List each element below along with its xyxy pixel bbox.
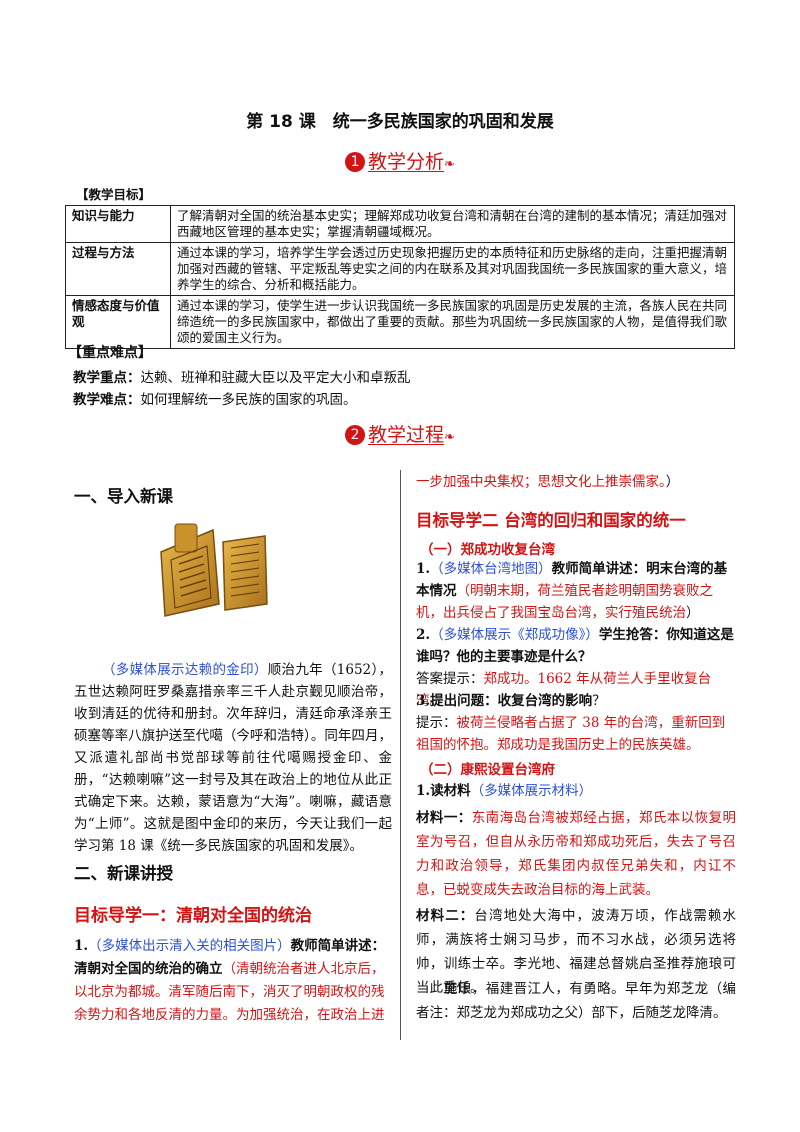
media-note: （多媒体出示清入关的相关图片） [88, 938, 291, 954]
student-question: 学生抢答：你知道这是谁吗？他的主要事迹是什么？ [416, 627, 734, 665]
item-number: 1. [74, 938, 89, 954]
goal-label: 知识与能力 [65, 205, 171, 243]
teacher-note: 教师简单讲述：明末台湾的基本情况 [416, 561, 728, 599]
answer-text: （明朝末期，荷兰殖民者趁明朝国势衰败之机，出兵侵占了我国宝岛台湾，实行殖民统治 [416, 583, 713, 621]
q3-question: 3.提出问题：收复台湾的影响？ [416, 690, 736, 712]
item-number: 1. [416, 561, 431, 577]
sub-heading-kangxi: （二）康熙设置台湾府 [420, 762, 555, 778]
column-divider [400, 470, 401, 1040]
question-mark: ？ [592, 693, 606, 709]
item-number: 2. [416, 627, 431, 643]
hint-text: 被荷兰侵略者占据了 38 年的台湾，重新回到祖国的怀抱。郑成功是我国历史上的民族… [416, 715, 726, 753]
table-row: 知识与能力 了解清朝对全国的统治基本史实；理解郑成功收复台湾和清朝在台湾的建制的… [65, 205, 735, 243]
material-two: 材料二：台湾地处大海中，波涛万顷，作战需赖水师，满族将士娴习马步，而不习水战，必… [416, 904, 736, 1000]
key-point-line: 教学重点：达赖、班禅和驻藏大臣以及平定大小和卓叛乱 [73, 366, 411, 386]
gold-seal-image [160, 523, 268, 617]
goal-text: 通过本课的学习，培养学生学会透过历史现象把握历史的本质特征和历史脉络的走向，注重… [170, 242, 735, 296]
paren-close: ） [686, 605, 700, 621]
goal-one-heading: 目标导学一：清朝对全国的统治 [74, 906, 312, 926]
difficult-point-text: 如何理解统一多民族的国家的巩固。 [140, 392, 357, 408]
material-text: 台湾地处大海中，波涛万顷，作战需赖水师，满族将士娴习马步，而不习水战，必须另选将… [416, 908, 737, 996]
difficult-point-line: 教学难点：如何理解统一多民族的国家的巩固。 [73, 388, 357, 408]
material-label: 材料一： [416, 810, 472, 826]
goal-two-heading: 目标导学二 台湾的回归和国家的统一 [416, 511, 686, 530]
goals-table: 知识与能力 了解清朝对全国的统治基本史实；理解郑成功收复台湾和清朝在台湾的建制的… [65, 205, 735, 349]
teacher-note: 教师简单讲述：清朝对全国的统治的确立 [74, 938, 386, 977]
heading-intro: 一、导入新课 [74, 487, 173, 506]
table-row: 过程与方法 通过本课的学习，培养学生学会透过历史现象把握历史的本质特征和历史脉络… [65, 242, 735, 296]
q2-paragraph: 2.（多媒体展示《郑成功像》）学生抢答：你知道这是谁吗？他的主要事迹是什么？ [416, 624, 736, 668]
goal-label: 情感态度与价值观 [65, 295, 171, 349]
media-note: （多媒体展示达赖的金印） [102, 662, 268, 678]
section-number-badge: 2 [345, 425, 366, 445]
key-point-text: 达赖、班禅和驻藏大臣以及平定大小和卓叛乱 [140, 370, 411, 386]
media-note: （多媒体展示材料） [470, 783, 593, 799]
material-one: 材料一：东南海岛台湾被郑经占据，郑氏本以恢复明室为号召，但自从永历帝和郑成功死后… [416, 806, 736, 902]
q1-paragraph: 1.（多媒体台湾地图）教师简单讲述：明末台湾的基本情况（明朝末期，荷兰殖民者趁明… [416, 558, 736, 624]
media-note: （多媒体展示《郑成功像》） [430, 627, 599, 643]
material-label: 材料二： [416, 908, 475, 924]
goal-text: 通过本课的学习，使学生进一步认识我国统一多民族国家的巩固是历史发展的主流，各族人… [170, 295, 735, 349]
leaf-decoration-icon: ❧ [444, 430, 455, 445]
q2-answer: 答案提示：郑成功。1662 年从荷兰人手里收复台湾。 [416, 668, 736, 712]
read-material-label: 1.读材料 [416, 783, 471, 799]
difficult-point-label: 教学难点： [73, 392, 141, 408]
section-number-badge: 1 [345, 152, 366, 172]
table-row: 情感态度与价值观 通过本课的学习，使学生进一步认识我国统一多民族国家的巩固是历史… [65, 295, 735, 349]
answer-text: （清朝统治者进人北京后，以北京为都城。清军随后南下，消灭了明朝政权的残余势力和各… [74, 961, 385, 1023]
answer-text: 一步加强中央集权；思想文化上推崇儒家。 [416, 474, 666, 490]
hint-label: 提示： [416, 715, 457, 731]
continued-text: 一步加强中央集权；思想文化上推崇儒家。） [416, 471, 736, 493]
goal-text: 了解清朝对全国的统治基本史实；理解郑成功收复台湾和清朝在台湾的建制的基本情况；清… [170, 205, 735, 243]
intro-text: 顺治九年（1652），五世达赖阿旺罗桑嘉措亲率三千人赴京觐见顺治帝，收到清廷的优… [74, 662, 393, 854]
material-text: 东南海岛台湾被郑经占据，郑氏本以恢复明室为号召，但自从永历帝和郑成功死后，失去了… [416, 810, 737, 898]
read-material-line: 1.读材料（多媒体展示材料） [416, 780, 736, 802]
shilang-paragraph: 施琅，福建晋江人，有勇略。早年为郑芝龙（编者注：郑芝龙为郑成功之父）部下，后随芝… [416, 981, 736, 1021]
heading-new-lesson: 二、新课讲授 [74, 864, 173, 883]
goal-one-paragraph: 1.（多媒体出示清入关的相关图片）教师简单讲述：清朝对全国的统治的确立（清朝统治… [74, 935, 392, 1027]
goal-label: 过程与方法 [65, 242, 171, 296]
section-label: 教学过程 [368, 424, 445, 446]
lesson-title: 第 18 课 统一多民族国家的巩固和发展 [246, 112, 554, 132]
key-points-label: 【重点难点】 [68, 345, 152, 361]
goals-label: 【教学目标】 [76, 187, 152, 202]
intro-paragraph: （多媒体展示达赖的金印）顺治九年（1652），五世达赖阿旺罗桑嘉措亲率三千人赴京… [74, 659, 392, 857]
sub-heading-zheng: （一）郑成功收复台湾 [420, 542, 555, 558]
leaf-decoration-icon: ❧ [444, 157, 455, 172]
key-point-label: 教学重点： [73, 370, 141, 386]
question-text: 3.提出问题：收复台湾的影响 [416, 693, 593, 709]
paren-close: ） [665, 474, 680, 490]
media-note: （多媒体台湾地图） [430, 561, 552, 577]
q3-hint: 提示：被荷兰侵略者占据了 38 年的台湾，重新回到祖国的怀抱。郑成功是我国历史上… [416, 712, 736, 756]
answer-label: 答案提示： [416, 671, 484, 687]
section-label: 教学分析 [368, 151, 445, 173]
answer-text: 郑成功。1662 年从荷兰人手里收复台湾。 [416, 671, 712, 709]
